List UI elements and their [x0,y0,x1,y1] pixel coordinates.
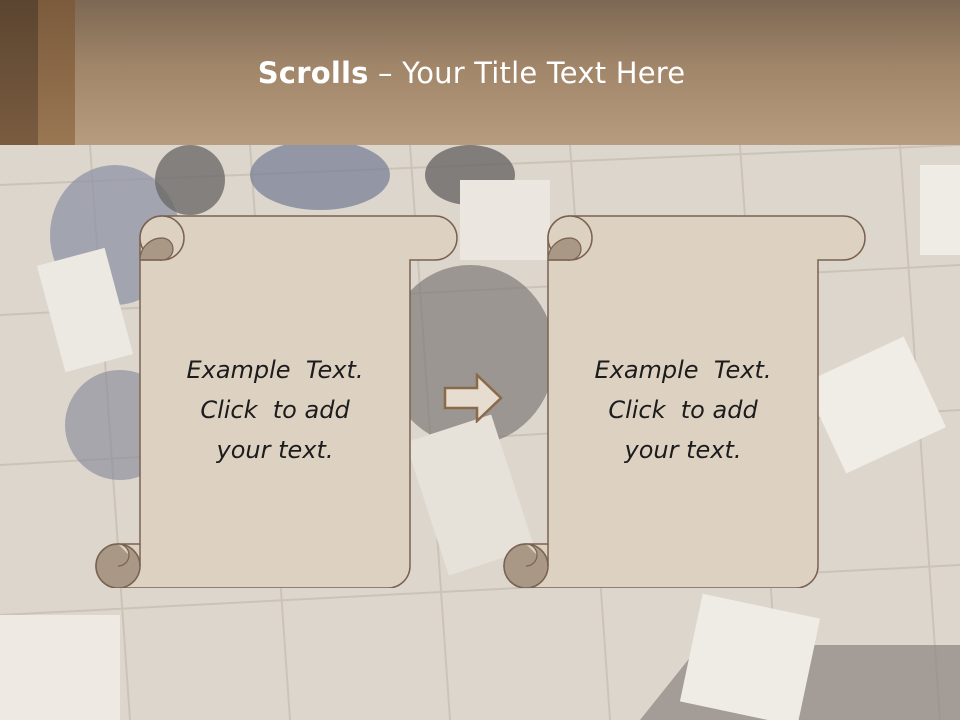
title-dash: – [368,56,403,90]
scroll-text-line: Example Text. [594,356,772,384]
title-bold-part: Scrolls [257,56,369,90]
scroll-text-right[interactable]: Example Text. Click to add your text. [548,350,818,470]
scroll-text-line: Click to add [200,396,350,424]
title-banner: Scrolls – Your Title Text Here [0,0,960,145]
scroll-text-left[interactable]: Example Text. Click to add your text. [140,350,410,470]
banner-stripe-dark [0,0,38,145]
banner-stripe-light [38,0,75,145]
title-rest: Your Title Text Here [402,56,686,90]
scroll-text-line: your text. [216,436,334,464]
scroll-shape-right[interactable] [500,214,868,588]
scroll-text-line: Click to add [608,396,758,424]
scroll-shape-left[interactable] [92,214,460,588]
scroll-text-line: Example Text. [186,356,364,384]
scroll-text-line: your text. [624,436,742,464]
right-arrow-icon [443,373,503,423]
slide-title[interactable]: Scrolls – Your Title Text Here [0,56,943,90]
